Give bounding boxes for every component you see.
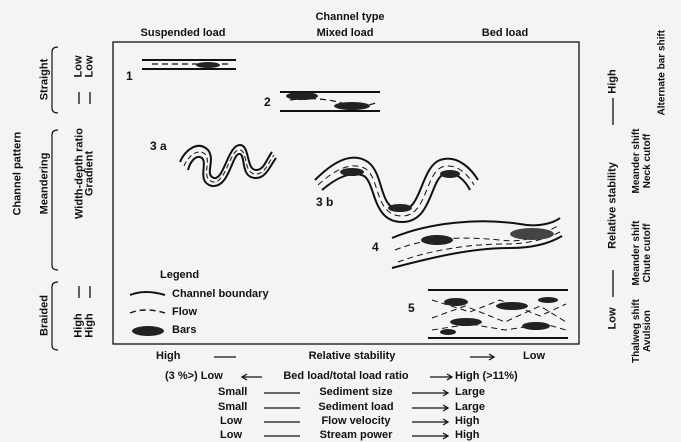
meander-shift-2-label: Meander shift xyxy=(631,208,642,298)
pattern-number-3b: 3 b xyxy=(316,196,333,208)
bottom-power-right: High xyxy=(455,430,479,441)
bottom-velocity-left: Low xyxy=(220,416,242,427)
bottom-size-left: Small xyxy=(218,387,247,398)
pattern-2-straight-bars xyxy=(280,92,380,111)
bottom-ratio-right: High (>11%) xyxy=(455,371,518,382)
bottom-stability-left: High xyxy=(156,351,180,362)
pattern-number-5: 5 xyxy=(408,302,415,314)
alternate-bar-shift-label: Alternate bar shift xyxy=(657,36,668,116)
pattern-4-meander-braided xyxy=(392,218,562,268)
bottom-load-right: Large xyxy=(455,402,485,413)
legend-flow-line xyxy=(130,310,165,313)
pattern-3a-meander xyxy=(180,145,276,186)
pattern-number-4: 4 xyxy=(372,241,379,253)
pattern-number-1: 1 xyxy=(126,70,133,82)
pattern-number-3a: 3 a xyxy=(150,140,167,152)
pattern-number-2: 2 xyxy=(264,96,271,108)
legend-boundary-line xyxy=(130,292,165,295)
bottom-velocity-label: Flow velocity xyxy=(321,416,390,427)
bottom-ratio-label: Bed load/total load ratio xyxy=(283,371,408,382)
legend-bars-label: Bars xyxy=(172,325,196,336)
meander-shift-label: Meander shift xyxy=(631,116,642,206)
bottom-load-label: Sediment load xyxy=(318,402,393,413)
legend-glyphs xyxy=(130,292,165,336)
right-low-label: Low xyxy=(608,304,619,334)
straight-bracket xyxy=(52,47,58,113)
meandering-bracket xyxy=(52,130,58,270)
bottom-load-left: Small xyxy=(218,402,247,413)
pattern-1-straight xyxy=(142,60,236,69)
avulsion-label: Avulsion xyxy=(642,286,653,376)
legend-bar-shape xyxy=(132,326,164,336)
meandering-label: Meandering xyxy=(40,134,51,234)
legend-title: Legend xyxy=(160,270,199,281)
gradient-label: Gradient xyxy=(85,139,96,209)
legend-boundary-label: Channel boundary xyxy=(172,289,269,300)
channel-pattern-label: Channel pattern xyxy=(13,136,24,216)
pattern-5-braided xyxy=(428,290,568,338)
bottom-velocity-right: High xyxy=(455,416,479,427)
neck-cutoff-label: Neck cutoff xyxy=(642,116,653,206)
braided-label: Braided xyxy=(40,286,51,346)
legend-flow-label: Flow xyxy=(172,307,197,318)
bottom-stability-right: Low xyxy=(523,351,545,362)
bottom-ratio-left: (3 %>) Low xyxy=(165,371,223,382)
bottom-stability-label: Relative stability xyxy=(309,351,396,362)
chute-cutoff-label: Chute cutoff xyxy=(642,208,653,298)
pattern-3b-meander xyxy=(315,158,478,222)
thalweg-shift-avulsion-label: Thalweg shift Avulsion xyxy=(631,286,653,376)
straight-low-2: Low xyxy=(85,58,96,78)
bottom-power-left: Low xyxy=(220,430,242,441)
straight-label: Straight xyxy=(40,50,51,110)
meander-shift-chute-cutoff-label: Meander shift Chute cutoff xyxy=(631,208,653,298)
bottom-power-label: Stream power xyxy=(320,430,393,441)
meander-shift-neck-cutoff-label: Meander shift Neck cutoff xyxy=(631,116,653,206)
right-high-label: High xyxy=(608,67,619,97)
thalweg-shift-label: Thalweg shift xyxy=(631,286,642,376)
bottom-size-right: Large xyxy=(455,387,485,398)
braided-high-2: High xyxy=(85,311,96,341)
right-relative-stability: Relative stability xyxy=(608,156,619,256)
braided-bracket xyxy=(52,282,58,350)
bottom-size-label: Sediment size xyxy=(319,387,392,398)
